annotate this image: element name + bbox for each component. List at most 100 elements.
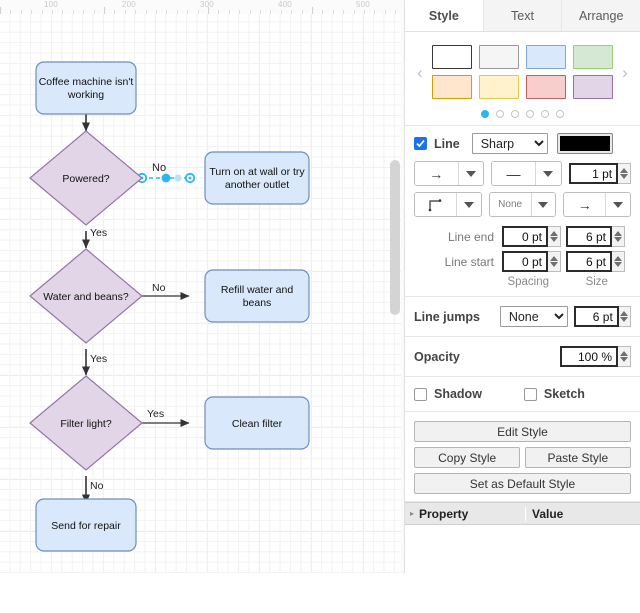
line-label: Line bbox=[434, 137, 460, 151]
ruler-label: 500 bbox=[356, 0, 370, 9]
palette-swatch-purple[interactable] bbox=[573, 75, 613, 99]
size-caption: Size bbox=[563, 276, 632, 288]
opacity-section: Opacity 100 % bbox=[405, 337, 640, 377]
ruler-label: 200 bbox=[122, 0, 136, 9]
line-end-size-stepper[interactable] bbox=[612, 226, 625, 247]
set-default-style-button[interactable]: Set as Default Style bbox=[414, 473, 631, 494]
palette-page-dot[interactable] bbox=[481, 110, 489, 118]
line-jumps-section: Line jumps NoneArcGapSharp 6 pt bbox=[405, 297, 640, 337]
ruler-label: 400 bbox=[278, 0, 292, 9]
line-color-button[interactable] bbox=[557, 133, 613, 154]
line-jumps-select[interactable]: NoneArcGapSharp bbox=[500, 306, 568, 327]
line-start-size-stepper[interactable] bbox=[612, 251, 625, 272]
line-end-marker-caret[interactable] bbox=[606, 193, 630, 216]
shadow-checkbox[interactable] bbox=[414, 388, 427, 401]
line-jumps-size-input[interactable]: 6 pt bbox=[574, 306, 619, 327]
node-repair[interactable]: Send for repair bbox=[36, 499, 136, 551]
flowchart-drawing[interactable]: Yes No Yes Yes No No bbox=[0, 14, 404, 573]
line-start-arrow-caret[interactable] bbox=[459, 162, 484, 185]
line-start-arrow-picker[interactable]: → bbox=[414, 161, 484, 186]
svg-text:Water and beans?: Water and beans? bbox=[43, 291, 129, 303]
edit-style-button[interactable]: Edit Style bbox=[414, 421, 631, 442]
opacity-label: Opacity bbox=[414, 350, 560, 364]
palette-page-dots[interactable] bbox=[411, 108, 634, 123]
line-end-spacing-stepper[interactable] bbox=[548, 226, 561, 247]
line-start-marker-picker[interactable]: None bbox=[489, 192, 557, 217]
palette-page-dot[interactable] bbox=[511, 110, 519, 118]
copy-style-button[interactable]: Copy Style bbox=[414, 447, 520, 468]
edge-powered-to-water[interactable]: Yes bbox=[86, 227, 107, 248]
style-actions-section: Edit Style Copy Style Paste Style Set as… bbox=[405, 412, 640, 502]
svg-text:Turn on at wall or try: Turn on at wall or try bbox=[209, 166, 305, 178]
properties-header: ▸ Property Value bbox=[405, 502, 640, 525]
properties-collapse-icon[interactable]: ▸ bbox=[405, 509, 419, 518]
line-pattern-glyph[interactable]: — bbox=[492, 162, 536, 185]
svg-text:No: No bbox=[152, 162, 166, 174]
shadow-label: Shadow bbox=[434, 387, 482, 401]
node-clean[interactable]: Clean filter bbox=[205, 397, 309, 449]
line-start-spacing-stepper[interactable] bbox=[548, 251, 561, 272]
node-outlet[interactable]: Turn on at wall or try another outlet bbox=[205, 152, 309, 204]
palette-swatch-green[interactable] bbox=[573, 45, 613, 69]
line-width-stepper[interactable] bbox=[618, 163, 631, 184]
canvas-vertical-scrollbar-thumb[interactable] bbox=[390, 160, 400, 315]
node-start[interactable]: Coffee machine isn't working bbox=[36, 62, 136, 114]
line-end-spacing-input[interactable]: 0 pt bbox=[502, 226, 548, 247]
svg-text:working: working bbox=[67, 89, 104, 101]
line-end-marker-glyph[interactable]: → bbox=[564, 193, 606, 216]
line-start-arrow-glyph[interactable]: → bbox=[415, 162, 459, 185]
line-waypoint-picker[interactable] bbox=[414, 192, 482, 217]
palette-swatch-yellow[interactable] bbox=[479, 75, 519, 99]
paste-style-button[interactable]: Paste Style bbox=[525, 447, 631, 468]
line-pattern-caret[interactable] bbox=[536, 162, 561, 185]
line-waypoint-caret[interactable] bbox=[457, 193, 481, 216]
node-powered[interactable]: Powered? bbox=[30, 131, 142, 225]
tab-text[interactable]: Text bbox=[484, 0, 563, 31]
line-end-label: Line end bbox=[414, 230, 502, 244]
palette-page-dot[interactable] bbox=[556, 110, 564, 118]
palette-swatch-blue[interactable] bbox=[526, 45, 566, 69]
palette-swatch-orange[interactable] bbox=[432, 75, 472, 99]
horizontal-ruler[interactable]: 100200300400500 bbox=[0, 0, 404, 15]
format-panel: Style Text Arrange ‹ › Line SharpRounded… bbox=[404, 0, 640, 573]
line-start-marker-value[interactable]: None bbox=[490, 193, 532, 216]
svg-text:Yes: Yes bbox=[90, 227, 107, 239]
palette-prev-icon[interactable]: ‹ bbox=[411, 64, 429, 81]
line-width-input[interactable]: 1 pt bbox=[569, 163, 619, 184]
line-pattern-picker[interactable]: — bbox=[491, 161, 561, 186]
edge-filter-to-clean[interactable]: Yes bbox=[141, 408, 189, 423]
palette-page-dot[interactable] bbox=[496, 110, 504, 118]
palette-swatch-white[interactable] bbox=[432, 45, 472, 69]
edge-water-to-refill[interactable]: No bbox=[141, 282, 189, 296]
line-jumps-size-stepper[interactable] bbox=[619, 306, 631, 327]
tab-arrange[interactable]: Arrange bbox=[562, 0, 640, 31]
node-water[interactable]: Water and beans? bbox=[30, 249, 142, 343]
line-end-marker-picker[interactable]: → bbox=[563, 192, 631, 217]
opacity-stepper[interactable] bbox=[618, 346, 631, 367]
palette-swatch-red[interactable] bbox=[526, 75, 566, 99]
edge-powered-to-outlet-selected[interactable]: No bbox=[138, 162, 194, 182]
properties-body bbox=[405, 525, 640, 613]
line-end-size-input[interactable]: 6 pt bbox=[566, 226, 612, 247]
line-style-select[interactable]: SharpRoundedCurved bbox=[472, 133, 548, 154]
line-start-size-input[interactable]: 6 pt bbox=[566, 251, 612, 272]
edge-water-to-filter[interactable]: Yes bbox=[86, 349, 107, 375]
tab-style[interactable]: Style bbox=[405, 0, 484, 31]
opacity-input[interactable]: 100 % bbox=[560, 346, 618, 367]
palette-swatch-gray[interactable] bbox=[479, 45, 519, 69]
node-filter[interactable]: Filter light? bbox=[30, 376, 142, 470]
palette-page-dot[interactable] bbox=[541, 110, 549, 118]
palette-page-dot[interactable] bbox=[526, 110, 534, 118]
line-start-spacing-input[interactable]: 0 pt bbox=[502, 251, 548, 272]
format-tabs: Style Text Arrange bbox=[405, 0, 640, 32]
svg-text:No: No bbox=[152, 282, 166, 294]
svg-text:Yes: Yes bbox=[147, 408, 164, 420]
line-checkbox[interactable] bbox=[414, 137, 427, 150]
palette-next-icon[interactable]: › bbox=[616, 64, 634, 81]
palette-swatch-grid[interactable] bbox=[429, 45, 616, 99]
sketch-checkbox[interactable] bbox=[524, 388, 537, 401]
line-start-marker-caret[interactable] bbox=[532, 193, 556, 216]
node-refill[interactable]: Refill water and beans bbox=[205, 270, 309, 322]
elbow-waypoint-icon[interactable] bbox=[415, 193, 457, 216]
diagram-canvas[interactable]: 100200300400500 Yes No Ye bbox=[0, 0, 404, 573]
